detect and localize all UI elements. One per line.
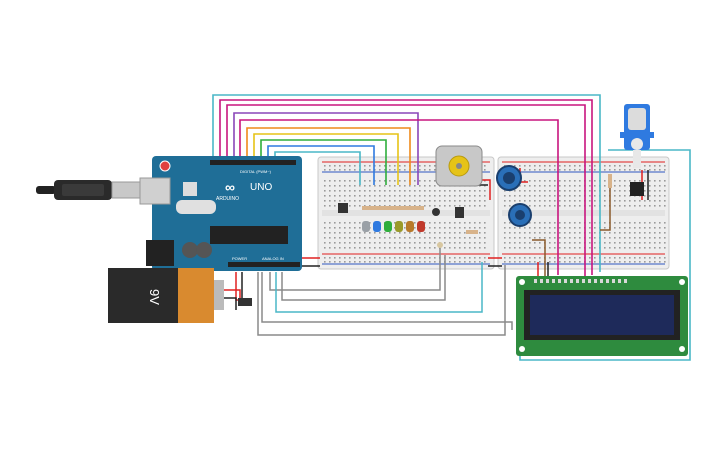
wire-blue — [267, 145, 375, 185]
signal-wires — [212, 94, 691, 361]
lcd-screen — [530, 295, 674, 335]
led-1 — [362, 221, 370, 232]
power-label: POWER — [232, 256, 247, 261]
led-4 — [395, 221, 403, 232]
wire-cyan-top — [212, 94, 601, 272]
wire-cyan-2 — [274, 151, 361, 185]
digital-pins-label: DIGITAL (PWM~) — [240, 169, 272, 174]
lcd-display — [516, 276, 688, 356]
wire-gray-3 — [281, 255, 446, 301]
usb-cable — [36, 180, 141, 200]
wire-green — [260, 139, 387, 185]
wire-gray-2 — [269, 245, 441, 291]
resistor-row — [362, 206, 424, 210]
wire-magenta-2 — [226, 104, 586, 278]
wire-purple — [233, 112, 419, 185]
dc-motor — [435, 145, 483, 187]
led-3 — [384, 221, 392, 232]
arduino-uno-board: ∞ UNO ARDUINO DIGITAL (PWM~) POWER ANALO… — [139, 156, 302, 271]
wire-cyan-low — [275, 262, 483, 313]
wire-brown-2 — [600, 180, 611, 231]
resistor-servo — [608, 174, 612, 188]
pushbutton[interactable] — [432, 208, 440, 216]
wire-red-low — [235, 272, 250, 301]
analog-label: ANALOG IN — [262, 256, 284, 261]
photoresistor — [437, 242, 443, 248]
resistor-motor — [466, 230, 478, 234]
power-switch[interactable] — [238, 298, 252, 306]
led-array — [362, 221, 425, 232]
led-5 — [406, 221, 414, 232]
potentiometer-2[interactable] — [508, 203, 532, 227]
wire-brown — [532, 239, 546, 278]
breadboard-left-holes — [324, 165, 486, 263]
ic-chip — [630, 182, 644, 196]
wire-yellow — [253, 133, 399, 185]
led-2 — [373, 221, 381, 232]
arduino-uno-label: UNO — [250, 182, 272, 193]
temperature-sensor — [338, 203, 348, 213]
arduino-logo-infinity: ∞ — [225, 179, 235, 195]
wire-gray-1 — [257, 265, 506, 336]
battery-label: 9V — [147, 289, 162, 305]
wire-orange — [246, 127, 411, 185]
arduino-brand-label: ARDUINO — [216, 196, 239, 202]
servo-motor — [620, 104, 654, 168]
wire-gray-4 — [261, 272, 513, 330]
transistor — [455, 207, 464, 218]
wire-magenta-1 — [219, 99, 593, 275]
battery-9v: 9V — [108, 268, 252, 323]
potentiometer-1[interactable] — [496, 165, 522, 191]
led-6 — [417, 221, 425, 232]
wire-magenta-3 — [239, 119, 559, 275]
lcd-pins — [534, 279, 627, 283]
